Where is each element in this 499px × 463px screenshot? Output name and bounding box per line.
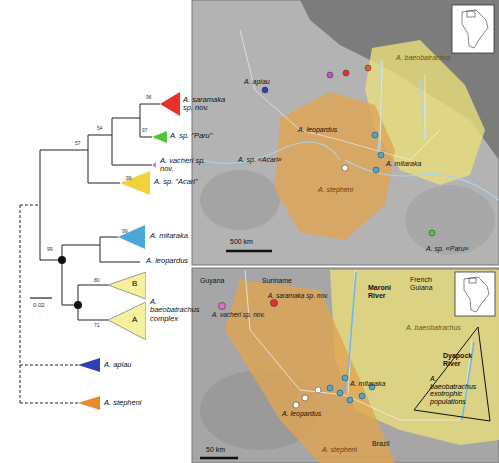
text-label: A. mitaraka bbox=[386, 160, 421, 168]
text-label: A. apiau bbox=[244, 78, 270, 86]
text-label: A. stepheni bbox=[322, 446, 357, 454]
node-dot bbox=[58, 256, 66, 264]
text-label: 99 bbox=[126, 176, 132, 182]
text-label: 500 km bbox=[230, 238, 253, 246]
clade-triangle bbox=[78, 358, 100, 372]
text-label: 57 bbox=[75, 141, 81, 147]
text-label: A. apiau bbox=[104, 361, 132, 369]
text-label: A. leopardus bbox=[282, 410, 321, 418]
triangle-shape bbox=[412, 325, 492, 423]
text-label: 80 bbox=[94, 278, 100, 284]
triangle-outline bbox=[108, 302, 146, 340]
text-label: A. sp. «Acari» bbox=[238, 156, 282, 164]
clade-triangle: A. baeobatrachus exotrophic populations bbox=[412, 325, 492, 423]
tree-branches bbox=[20, 104, 160, 403]
node-text: B bbox=[132, 280, 144, 289]
clade-triangle bbox=[152, 131, 167, 143]
text-label: A. sp. «Paru» bbox=[426, 245, 468, 253]
text-label: A. leopardus bbox=[298, 126, 337, 134]
text-label: Brazil bbox=[372, 440, 390, 448]
clade-triangle bbox=[152, 162, 156, 168]
clade-triangle bbox=[160, 92, 180, 116]
text-label: Maroni River bbox=[368, 284, 404, 299]
bottom-map bbox=[192, 268, 499, 463]
top-map bbox=[192, 0, 499, 265]
text-label: Guyana bbox=[200, 277, 225, 285]
text-label: A. vacheri sp. nov. bbox=[212, 311, 265, 318]
text-label: French Guiana bbox=[410, 276, 450, 291]
text-label: A. sp. "Acari" bbox=[154, 178, 198, 186]
text-label: A. baeobatrachus complex bbox=[150, 298, 200, 323]
text-label: 0.02 bbox=[33, 302, 45, 309]
node-text: A bbox=[132, 316, 144, 325]
text-label: A. mitaraka bbox=[150, 232, 188, 240]
triangle-outline bbox=[414, 327, 490, 421]
text-label: 54 bbox=[97, 126, 103, 132]
text-label: A. vacheri sp. nov. bbox=[160, 157, 208, 174]
text-label: 99 bbox=[47, 247, 53, 253]
clade-triangle bbox=[120, 171, 150, 195]
text-label: A. stepheni bbox=[318, 186, 353, 194]
clade-triangle bbox=[78, 396, 100, 410]
triangle-shape bbox=[108, 302, 146, 340]
clade-triangle bbox=[118, 225, 145, 249]
text-label: Suriname bbox=[262, 277, 292, 285]
text-label: 96 bbox=[146, 95, 152, 101]
text-label: A. mitaraka bbox=[350, 380, 385, 388]
clade-triangle: B bbox=[108, 272, 146, 299]
text-label: 71 bbox=[94, 323, 100, 329]
text-label: A. leopardus bbox=[146, 257, 188, 265]
clade-triangle: A bbox=[108, 302, 146, 340]
text-label: A. saramaka sp. nov. bbox=[268, 292, 329, 299]
text-label: A. baeobatrachus bbox=[406, 324, 461, 332]
triangle-shape bbox=[108, 272, 146, 299]
text-label: A. saramaka sp. nov. bbox=[183, 96, 235, 113]
triangle-outline bbox=[108, 272, 146, 299]
node-text: A. baeobatrachus exotrophic populations bbox=[430, 375, 482, 406]
node-dot bbox=[74, 301, 82, 309]
text-label: 50 km bbox=[206, 446, 225, 454]
text-label: 99 bbox=[122, 229, 128, 235]
text-label: A. sp. "Paru" bbox=[170, 132, 212, 140]
text-label: A. stepheni bbox=[104, 399, 142, 407]
text-label: A. baeobatrachus bbox=[396, 54, 451, 62]
text-label: 97 bbox=[142, 128, 148, 134]
